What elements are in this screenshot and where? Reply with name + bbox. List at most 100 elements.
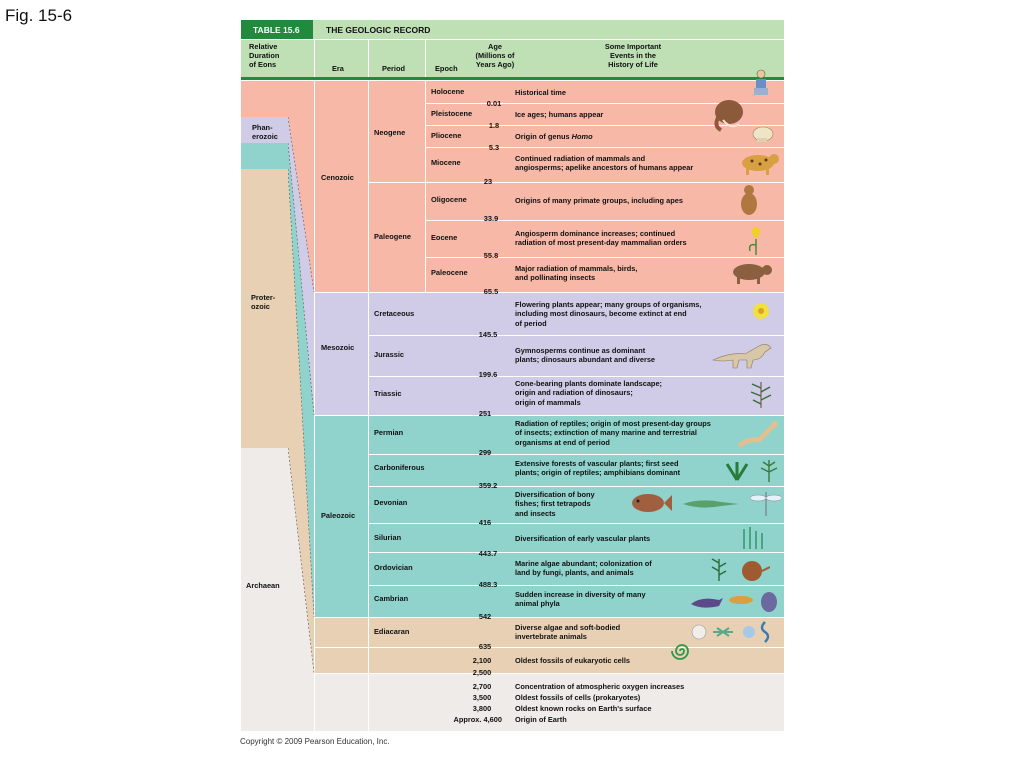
figure-label: Fig. 15-6 xyxy=(5,6,73,25)
age-label: 299 xyxy=(478,448,492,457)
event-permian: Radiation of reptiles; origin of most pr… xyxy=(515,419,711,447)
period-permian: Permian xyxy=(374,428,404,437)
human-icon xyxy=(754,69,768,95)
period-triassic: Triassic xyxy=(374,389,402,398)
age-label: 0.01 xyxy=(486,99,502,108)
big-cat-icon xyxy=(742,154,779,175)
row-sep xyxy=(315,415,784,416)
row-sep xyxy=(425,147,784,148)
row-sep xyxy=(425,220,784,221)
header-divider xyxy=(314,40,315,77)
row-sep xyxy=(315,673,784,674)
archaean-band xyxy=(315,673,784,731)
row-sep xyxy=(368,182,784,183)
age-label: 3,500 xyxy=(472,693,492,702)
epoch-pleistocene: Pleistocene xyxy=(431,109,473,118)
event-pleistocene: Ice ages; humans appear xyxy=(515,110,604,119)
col-divider-era xyxy=(368,81,369,731)
row-sep xyxy=(368,335,784,336)
table-number-box xyxy=(241,20,313,39)
angiosperm-flower-icon xyxy=(748,227,760,255)
period-neogene: Neogene xyxy=(374,128,406,137)
dragonfly-icon xyxy=(749,492,783,516)
event-pliocene: Origin of genus Homo xyxy=(515,132,593,141)
age-label: 65.5 xyxy=(483,287,499,296)
eon-mesozoic-band xyxy=(241,117,288,143)
age-label: 542 xyxy=(478,612,492,621)
age-label: 251 xyxy=(478,409,492,418)
header-period: Period xyxy=(382,64,405,73)
age-label: 635 xyxy=(478,642,492,651)
cenozoic-band xyxy=(315,81,784,292)
event-cretaceous: Flowering plants appear; many groups of … xyxy=(515,300,702,328)
epoch-miocene: Miocene xyxy=(431,158,461,167)
header-divider xyxy=(368,40,369,77)
tetrapod-icon xyxy=(683,500,739,508)
row-sep xyxy=(315,617,784,618)
event-carboniferous: Extensive forests of vascular plants; fi… xyxy=(515,459,681,478)
period-silurian: Silurian xyxy=(374,533,402,542)
row-sep xyxy=(368,523,784,524)
ediacaran-organisms-icon xyxy=(691,621,770,643)
row-sep xyxy=(368,376,784,377)
age-label: 1.8 xyxy=(488,121,500,130)
eon-archaean: Archaean xyxy=(246,581,280,590)
event-paleocene: Major radiation of mammals, birds,and po… xyxy=(515,264,638,283)
age-label: 359.2 xyxy=(478,481,498,490)
row-sep xyxy=(368,454,784,455)
period-ordovician: Ordovician xyxy=(374,563,413,572)
row-sep xyxy=(368,486,784,487)
seed-plant-icon xyxy=(725,460,778,482)
event-oligocene: Origins of many primate groups, includin… xyxy=(515,196,683,205)
period-devonian: Devonian xyxy=(374,498,408,507)
event-eukaryotes: Oldest fossils of eukaryotic cells xyxy=(515,656,631,665)
event-oxygen: Concentration of atmospheric oxygen incr… xyxy=(515,682,685,691)
row-sep xyxy=(368,552,784,553)
epoch-paleocene: Paleocene xyxy=(431,268,468,277)
age-label: 2,500 xyxy=(472,668,492,677)
title-bar xyxy=(241,20,784,39)
age-label: 416 xyxy=(478,518,492,527)
conifer-icon xyxy=(750,382,772,408)
row-sep xyxy=(425,103,784,104)
eon-cenozoic-band xyxy=(241,81,288,117)
row-sep xyxy=(315,647,784,648)
table-title: THE GEOLOGIC RECORD xyxy=(326,25,431,35)
paleozoic-band xyxy=(315,415,784,617)
event-eocene: Angiosperm dominance increases; continue… xyxy=(515,229,687,248)
eon-paleozoic-band xyxy=(241,143,288,169)
mammoth-icon xyxy=(714,100,743,132)
period-cretaceous: Cretaceous xyxy=(374,309,415,318)
event-triassic: Cone-bearing plants dominate landscape;o… xyxy=(515,379,663,407)
period-jurassic: Jurassic xyxy=(374,350,404,359)
age-label: Approx. 4,600 xyxy=(453,715,502,724)
epoch-oligocene: Oligocene xyxy=(431,195,467,204)
event-silurian: Diversification of early vascular plants xyxy=(515,534,651,543)
period-paleogene: Paleogene xyxy=(374,232,411,241)
nautiloid-icon xyxy=(742,561,770,581)
period-carboniferous: Carboniferous xyxy=(374,463,425,472)
row-sep xyxy=(368,585,784,586)
age-label: 443.7 xyxy=(478,549,498,558)
row-sep xyxy=(425,125,784,126)
age-label: 145.5 xyxy=(478,330,498,339)
primate-icon xyxy=(741,185,757,215)
eon-phanerozoic: Phan-erozoic xyxy=(252,123,278,141)
age-label: 55.8 xyxy=(483,251,499,260)
header-era: Era xyxy=(332,64,344,73)
bony-fish-icon xyxy=(632,494,672,512)
reptile-icon xyxy=(737,421,778,448)
row-sep xyxy=(425,257,784,258)
precambrian-band xyxy=(315,617,784,673)
age-label: 488.3 xyxy=(478,580,498,589)
event-origin-earth: Origin of Earth xyxy=(515,715,567,724)
row-sep xyxy=(315,292,784,293)
cambrian-animals-icon xyxy=(691,592,777,612)
eon-archaean-band xyxy=(241,448,288,731)
